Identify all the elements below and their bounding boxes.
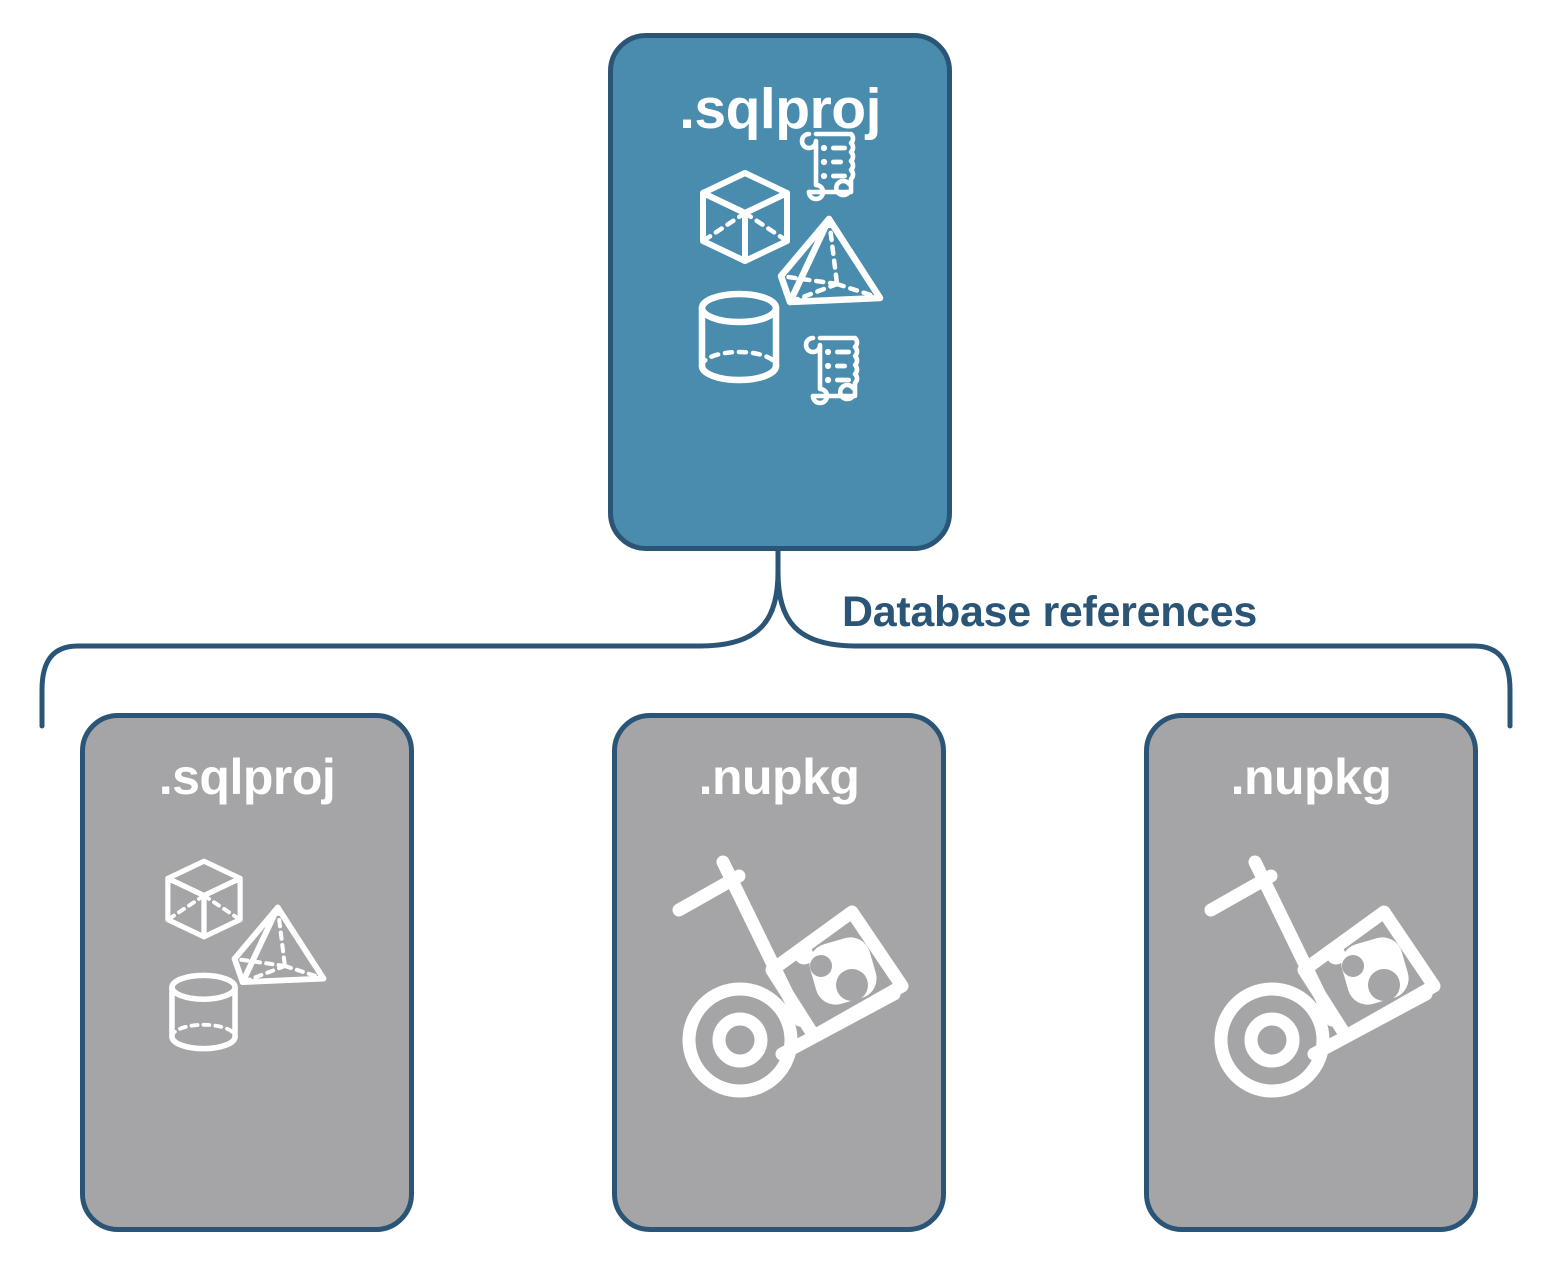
scroll-script-icon bbox=[803, 335, 860, 406]
node-child-nupkg-2[interactable]: .nupkg bbox=[1144, 713, 1478, 1232]
pyramid-wireframe-icon bbox=[777, 215, 884, 306]
node-child-nupkg-1-title: .nupkg bbox=[698, 749, 860, 805]
cube-wireframe-icon bbox=[700, 170, 790, 264]
cylinder-wireframe-icon bbox=[698, 290, 780, 384]
node-child-sqlproj-artwork bbox=[85, 806, 409, 1227]
node-root-artwork bbox=[613, 131, 947, 546]
connector-label-database-references: Database references bbox=[842, 588, 1257, 636]
node-child-sqlproj-title: .sqlproj bbox=[158, 749, 336, 805]
node-child-nupkg-1-artwork bbox=[617, 806, 941, 1227]
node-child-nupkg-1[interactable]: .nupkg bbox=[612, 713, 946, 1232]
node-root-sqlproj[interactable]: .sqlproj bbox=[608, 33, 952, 551]
node-child-sqlproj[interactable]: .sqlproj bbox=[80, 713, 414, 1232]
node-child-nupkg-2-artwork bbox=[1149, 806, 1473, 1227]
pyramid-wireframe-icon bbox=[231, 904, 327, 986]
node-child-nupkg-2-title: .nupkg bbox=[1230, 749, 1392, 805]
nuget-package-handtruck-icon bbox=[672, 855, 909, 1098]
node-root-title: .sqlproj bbox=[679, 77, 881, 141]
cube-wireframe-icon bbox=[165, 858, 243, 940]
cylinder-wireframe-icon bbox=[169, 972, 238, 1052]
nuget-package-handtruck-icon bbox=[1204, 855, 1441, 1098]
scroll-script-icon bbox=[799, 131, 856, 202]
